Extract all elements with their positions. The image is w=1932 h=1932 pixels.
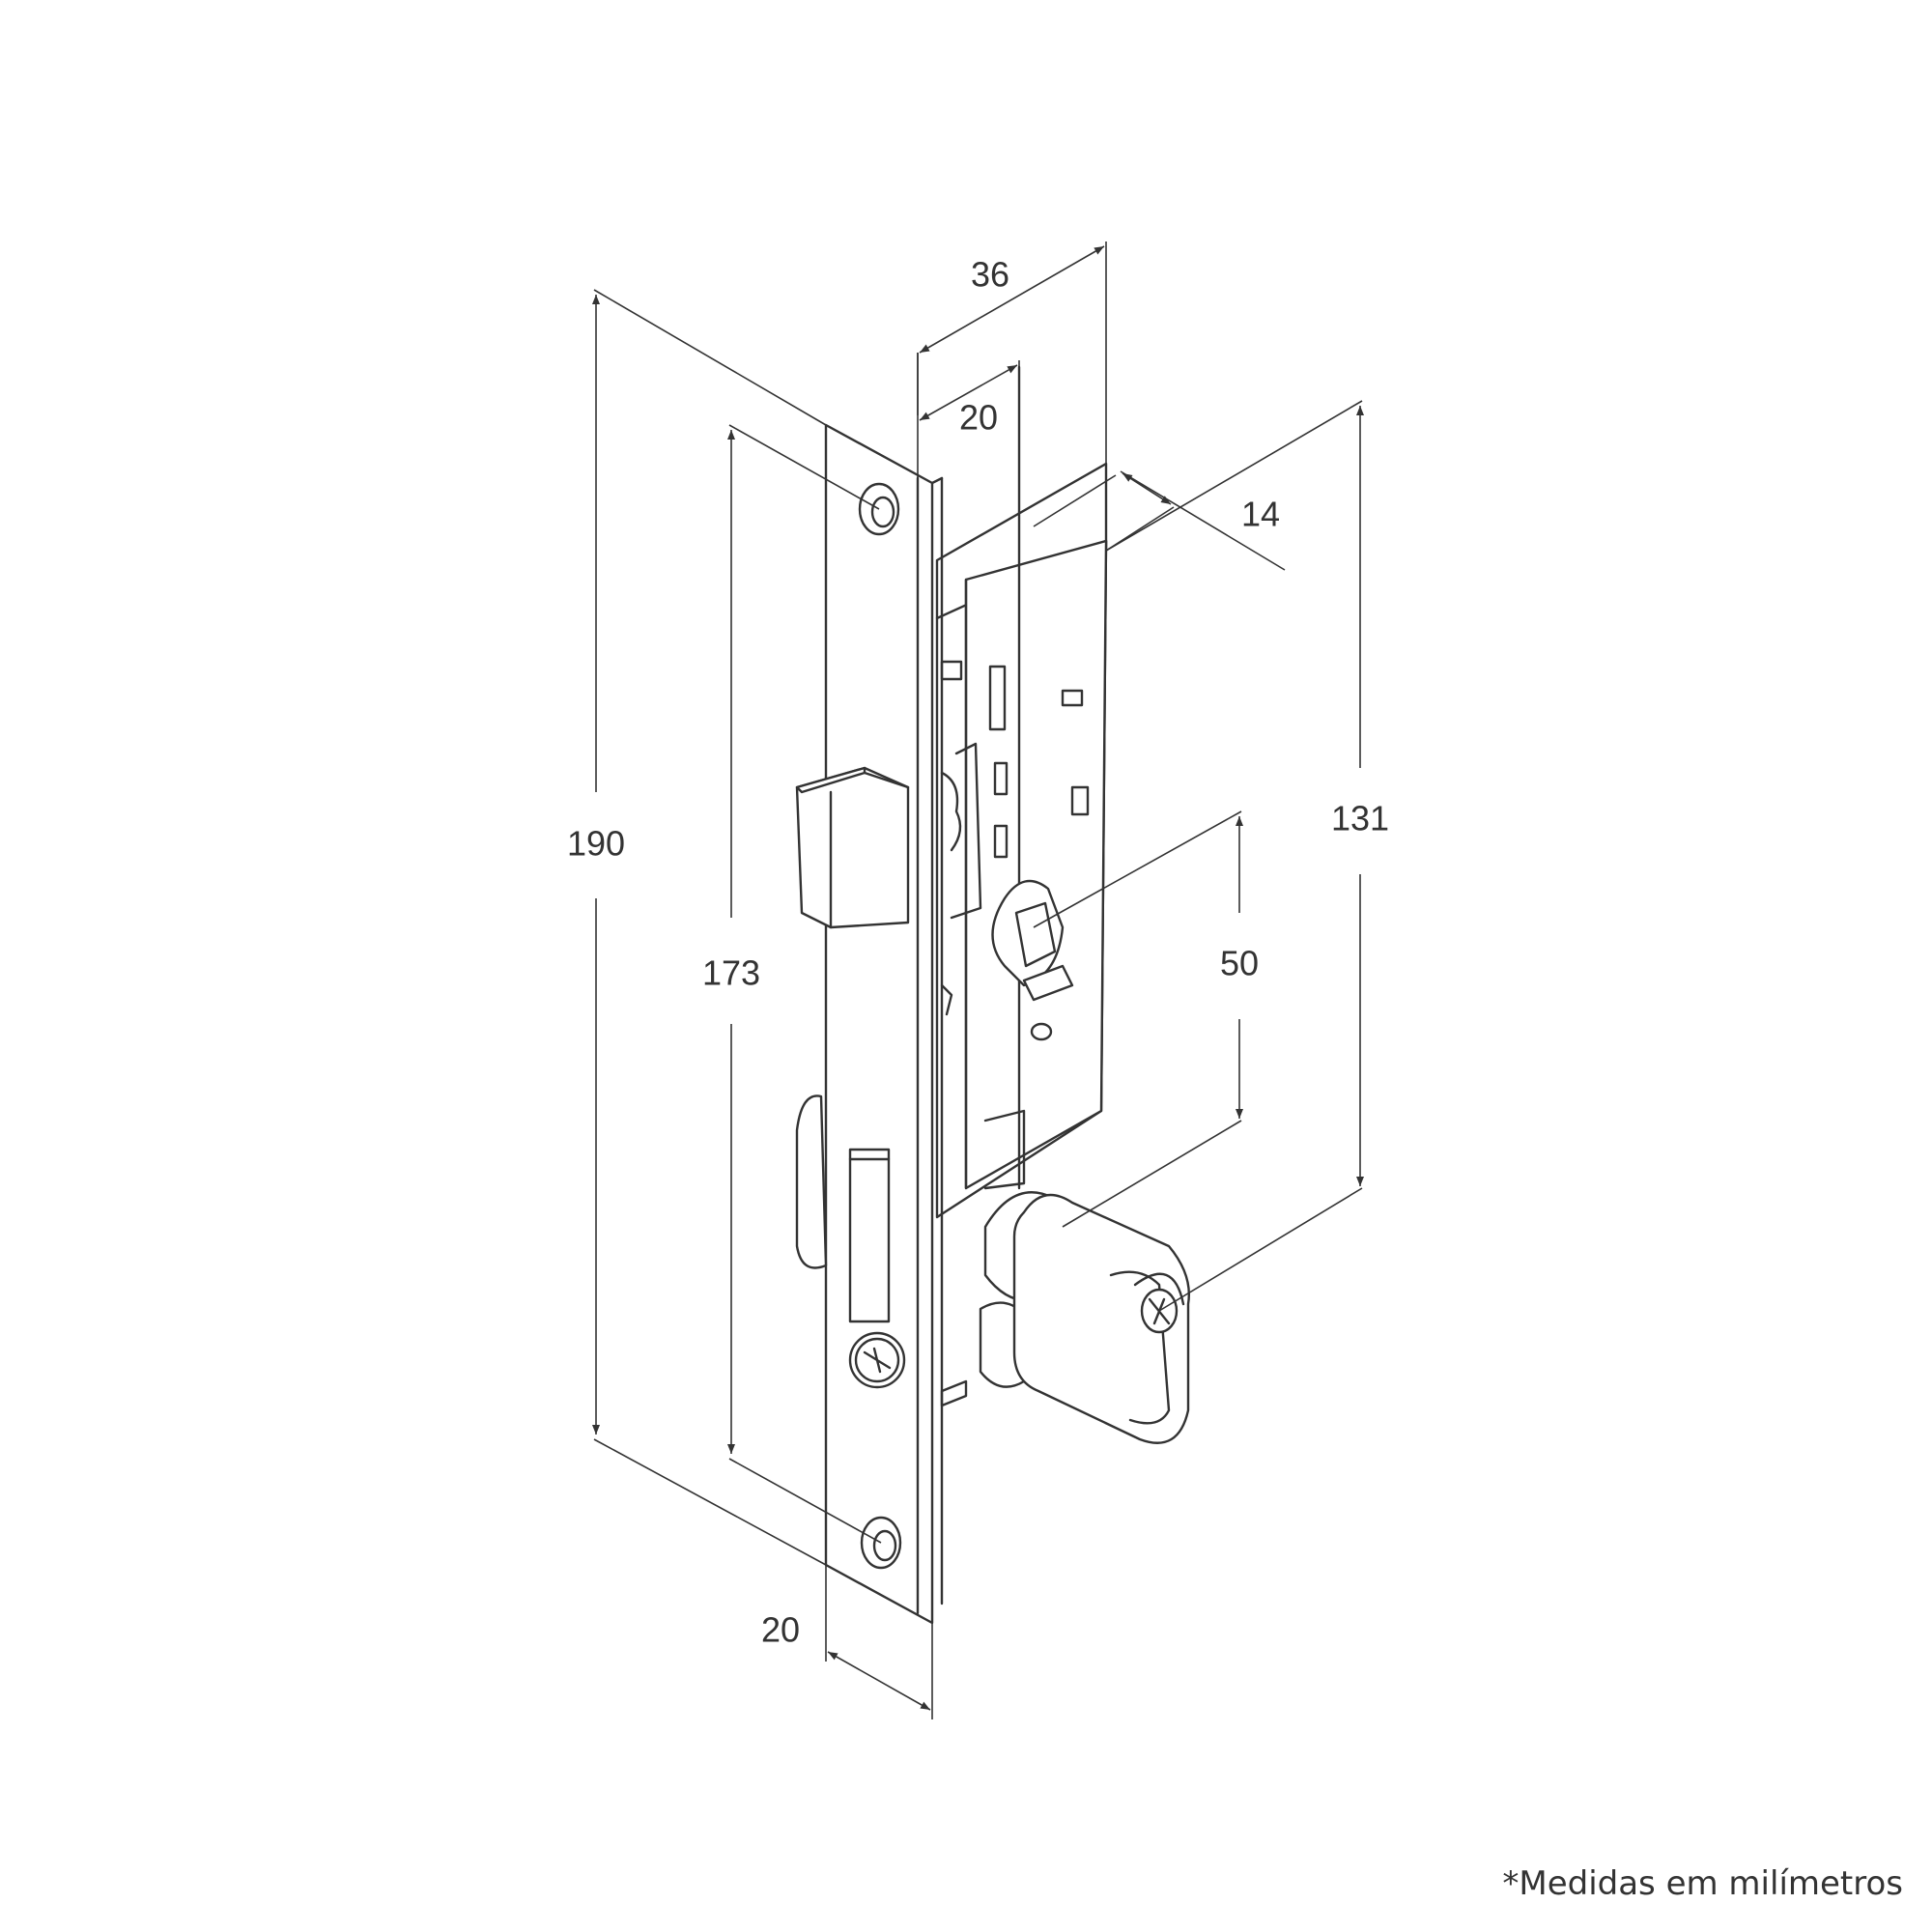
faceplate-screw: [848, 1331, 906, 1389]
euro-cylinder: [1012, 1193, 1190, 1444]
dim-20-top-label: 20: [959, 398, 998, 438]
latch-bolt: [795, 766, 910, 929]
dim-36-label: 36: [971, 255, 1009, 295]
dim-190-label: 190: [567, 824, 625, 864]
dimension-labels: 190 173 20 20 36 14 50 131: [558, 255, 1419, 1650]
dim-14-label: 14: [1241, 495, 1280, 534]
dim-131-label: 131: [1331, 799, 1389, 838]
handle-follower: [991, 879, 1074, 1041]
dim-20-bottom-label: 20: [761, 1610, 800, 1650]
units-note: *Medidas em milímetros: [1502, 1864, 1903, 1903]
deadbolt: [795, 1094, 891, 1323]
dim-173-label: 173: [702, 953, 760, 993]
faceplate: [795, 423, 944, 1625]
dim-50-label: 50: [1220, 944, 1259, 983]
